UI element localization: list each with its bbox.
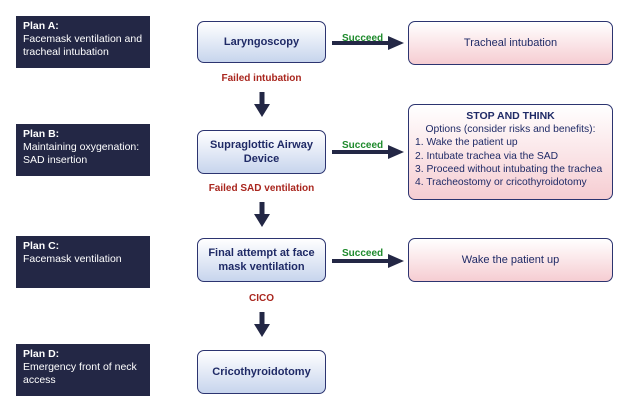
laryngoscopy-box: Laryngoscopy <box>197 21 326 63</box>
stop-and-think-title: STOP AND THINK <box>466 110 555 122</box>
final-facemask-attempt-box: Final attempt at face mask ventilation <box>197 238 326 282</box>
plan-d-description: Emergency front of neck access <box>23 361 137 386</box>
plan-a-description: Facemask ventilation and tracheal intuba… <box>23 33 143 58</box>
succeed-arrow-plan-b <box>332 145 404 159</box>
wake-patient-up-box: Wake the patient up <box>408 238 613 282</box>
option-item: 2. Intubate trachea via the SAD <box>415 150 559 162</box>
stop-and-think-options: 1. Wake the patient up 2. Intubate trach… <box>415 136 606 189</box>
succeed-label-plan-c: Succeed <box>342 248 384 259</box>
down-arrow-b-to-c <box>254 202 270 227</box>
tracheal-intubation-box: Tracheal intubation <box>408 21 613 65</box>
succeed-label-plan-b: Succeed <box>342 140 384 151</box>
down-arrow-a-to-b <box>254 92 270 117</box>
plan-c-description: Facemask ventilation <box>23 253 122 265</box>
plan-a-label: Plan A: Facemask ventilation and trachea… <box>16 16 150 68</box>
plan-c-label: Plan C: Facemask ventilation <box>16 236 150 288</box>
plan-b-title: Plan B: <box>23 128 60 140</box>
plan-d-title: Plan D: <box>23 348 60 360</box>
down-arrow-c-to-d <box>254 312 270 337</box>
cricothyroidotomy-box: Cricothyroidotomy <box>197 350 326 394</box>
option-item: 1. Wake the patient up <box>415 137 518 149</box>
plan-b-description: Maintaining oxygenation: SAD insertion <box>23 141 140 166</box>
plan-a-title: Plan A: <box>23 20 59 32</box>
stop-and-think-subtitle: Options (consider risks and benefits): <box>425 124 596 136</box>
plan-c-title: Plan C: <box>23 240 60 252</box>
succeed-arrow-plan-c <box>332 254 404 268</box>
option-item: 4. Tracheostomy or cricothyroidotomy <box>415 177 587 189</box>
failed-intubation-label: Failed intubation <box>221 73 302 84</box>
stop-and-think-box: STOP AND THINK Options (consider risks a… <box>408 104 613 200</box>
plan-d-label: Plan D: Emergency front of neck access <box>16 344 150 396</box>
succeed-arrow-plan-a <box>332 36 404 50</box>
failed-sad-ventilation-label: Failed SAD ventilation <box>208 183 315 194</box>
supraglottic-airway-device-box: Supraglottic Airway Device <box>197 130 326 174</box>
cico-label: CICO <box>249 293 274 304</box>
succeed-label-plan-a: Succeed <box>342 33 384 44</box>
plan-b-label: Plan B: Maintaining oxygenation: SAD ins… <box>16 124 150 176</box>
option-item: 3. Proceed without intubating the trache… <box>415 163 603 175</box>
